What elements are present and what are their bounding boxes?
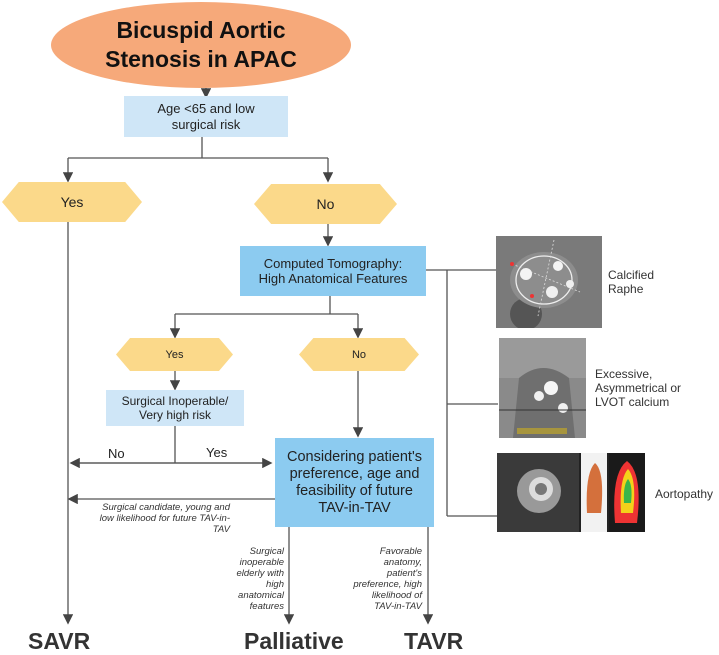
question-age-risk-text: Age <65 and low surgical risk [157,100,255,132]
decision-no-1-text: No [316,196,335,212]
considering-node: Considering patient's preference, age an… [275,438,434,527]
decision-no-2: No [299,338,419,371]
feature-label-aortopathy: Aortopathy [655,487,714,501]
ct-image-lvot-calcium [499,338,586,438]
decision-no-2-text: No [351,348,367,361]
decision-yes-2: Yes [116,338,233,371]
title-node: Bicuspid Aortic Stenosis in APAC [51,2,351,88]
feature-label-calcified-raphe: Calcified Raphe [608,268,655,296]
ct-features-text: Computed Tomography: High Anatomical Fea… [258,256,408,286]
surgical-inoperable-text: Surgical Inoperable/ Very high risk [121,394,229,422]
ct-features-node: Computed Tomography: High Anatomical Fea… [240,246,426,296]
feature-label-lvot-calcium: Excessive, Asymmetrical or LVOT calcium [595,367,682,409]
edge-label-to-savr: Surgical candidate, young and low likeli… [99,502,230,535]
considering-text: Considering patient's preference, age an… [287,448,422,516]
edge-label-yes: Yes [206,445,228,460]
ct-image-calcified-raphe [496,236,602,328]
decision-no-1: No [254,184,397,224]
mri-image-aortopathy [497,453,645,532]
outcome-palliative: Palliative [244,628,344,654]
edge-label-to-tavr: Favorable anatomy, patient's preference,… [353,546,422,612]
surgical-inoperable-node: Surgical Inoperable/ Very high risk [106,390,244,426]
decision-yes-1: Yes [2,182,142,222]
outcome-tavr: TAVR [404,628,464,654]
edge-label-to-palliative: Surgical inoperable elderly with high an… [236,546,284,612]
question-age-risk: Age <65 and low surgical risk [124,96,288,137]
edge-label-no: No [108,446,125,461]
decision-yes-1-text: Yes [60,194,84,210]
diagram-title: Bicuspid Aortic Stenosis in APAC [105,17,297,72]
outcome-savr: SAVR [28,628,91,654]
decision-yes-2-text: Yes [165,348,184,361]
